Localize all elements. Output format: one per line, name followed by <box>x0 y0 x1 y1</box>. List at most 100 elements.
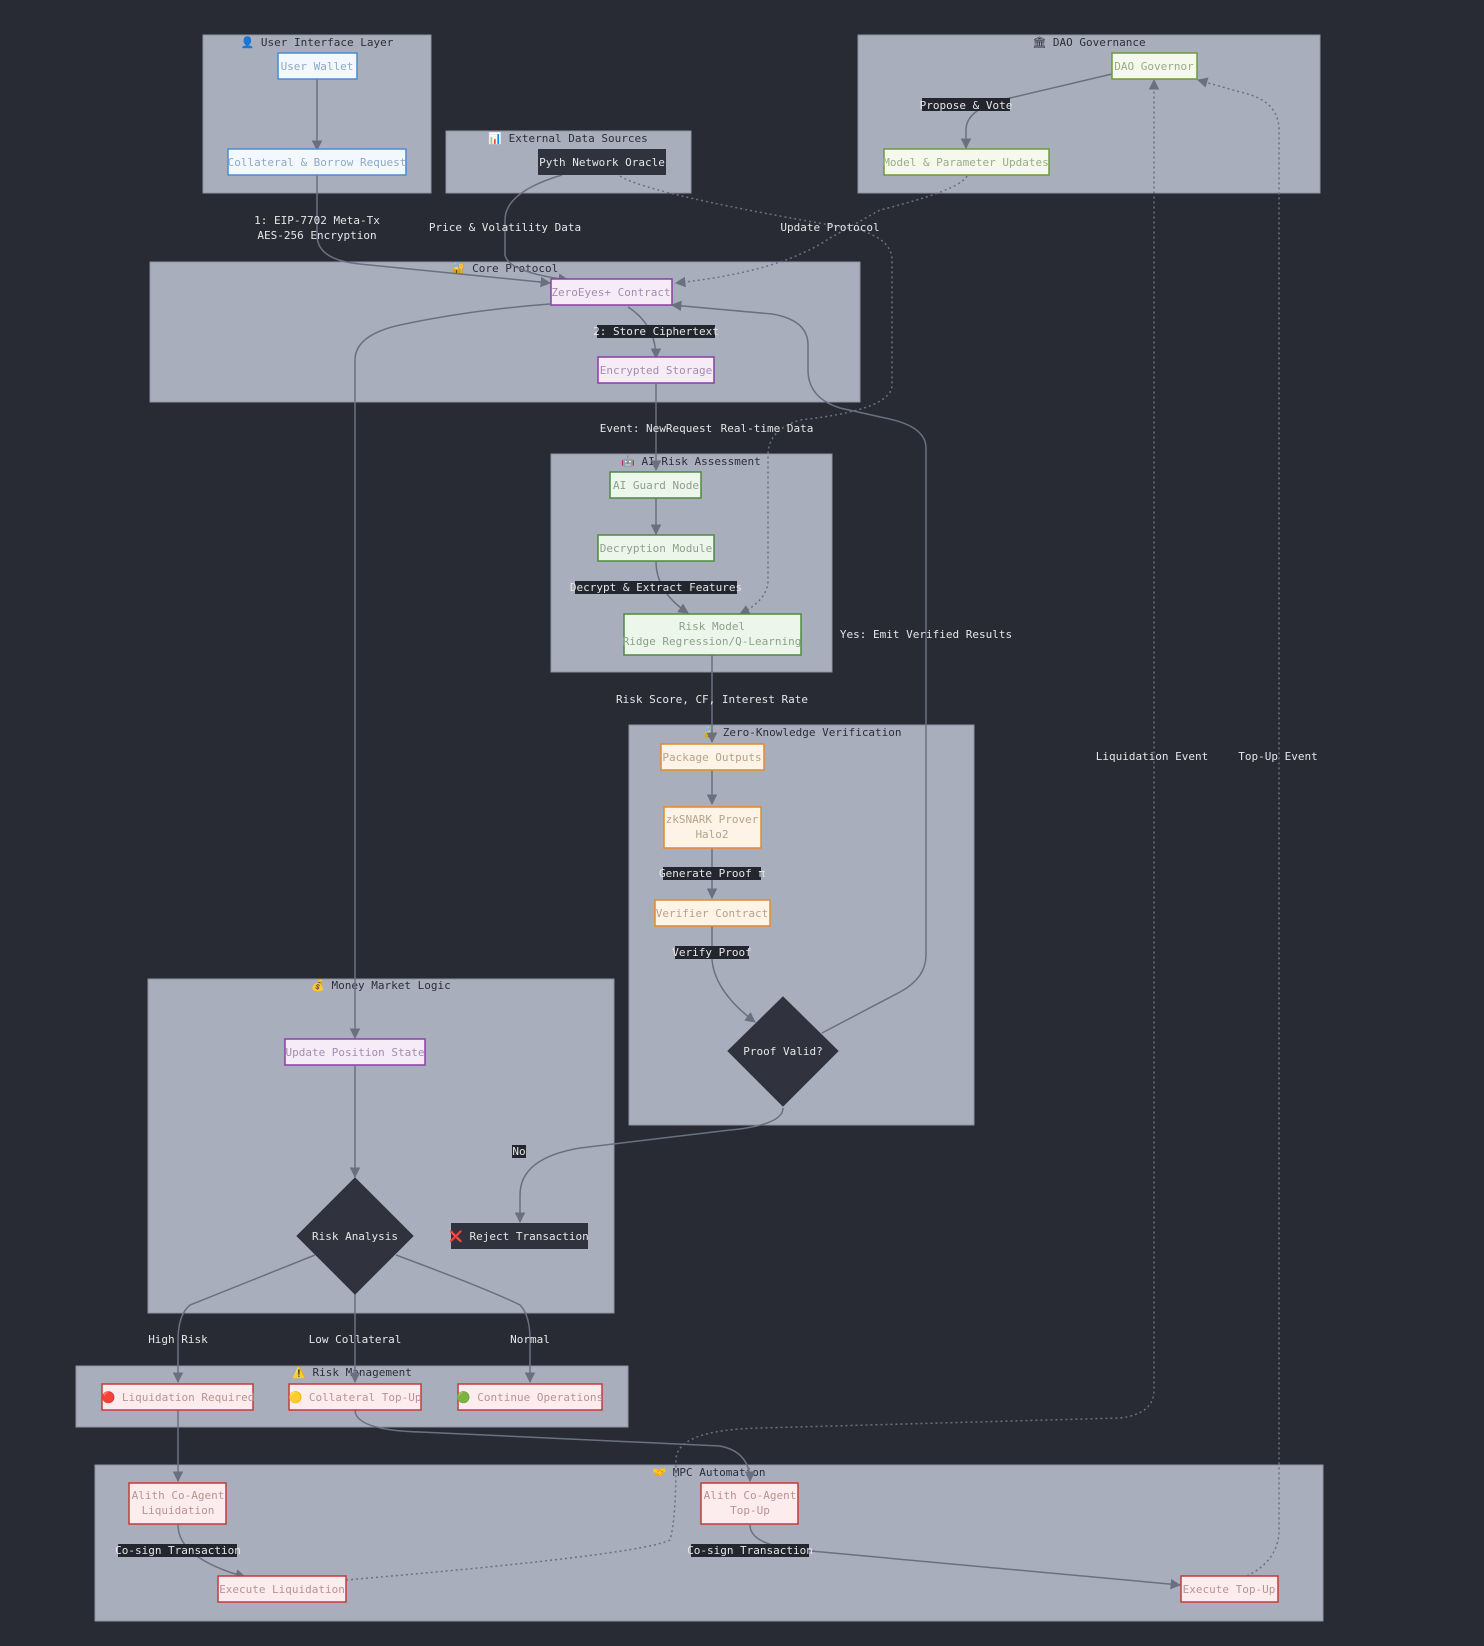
node-package-outputs-text: Package Outputs <box>662 751 761 764</box>
node-zeroeyes-contract-text: ZeroEyes+ Contract <box>551 286 670 299</box>
node-ai-guard-text: AI Guard Node <box>613 479 699 492</box>
node-zksnark-prover-line2: Halo2 <box>695 828 728 841</box>
label-gen-proof: Generate Proof π <box>659 867 765 880</box>
node-verifier-contract[interactable]: Verifier Contract <box>654 899 771 927</box>
cluster-title-ui: 👤 User Interface Layer <box>241 36 394 49</box>
label-liq-event: Liquidation Event <box>1096 750 1209 763</box>
edge-topup-alith <box>354 1409 756 1483</box>
edge-proofvalid-reject <box>514 1107 784 1224</box>
edge-exectopup-governor <box>1196 77 1280 1577</box>
node-user-wallet-text: User Wallet <box>281 60 354 73</box>
label-realtime: Real-time Data <box>721 422 814 435</box>
label-yes-emit: Yes: Emit Verified Results <box>840 628 1012 641</box>
node-pyth-oracle-text: Pyth Network Oracle <box>539 156 665 169</box>
node-update-position-text: Update Position State <box>285 1046 424 1059</box>
label-cosign-liq: Co-sign Transaction <box>115 1544 241 1557</box>
node-encrypted-storage-text: Encrypted Storage <box>600 364 713 377</box>
label-update-protocol: Update Protocol <box>780 221 879 234</box>
label-meta-tx-line1: 1: EIP-7702 Meta-Tx <box>254 214 380 227</box>
cluster-title-core: 🔐 Core Protocol <box>452 262 558 275</box>
label-risk-score: Risk Score, CF, Interest Rate <box>616 693 808 706</box>
node-proof-valid[interactable]: Proof Valid? <box>727 996 839 1107</box>
node-verifier-contract-text: Verifier Contract <box>656 907 769 920</box>
node-model-updates[interactable]: Model & Parameter Updates <box>883 148 1050 176</box>
label-topup-event: Top-Up Event <box>1238 750 1317 763</box>
node-zksnark-prover[interactable]: zkSNARK Prover Halo2 <box>663 806 762 849</box>
node-proof-valid-text: Proof Valid? <box>743 1045 822 1058</box>
node-package-outputs[interactable]: Package Outputs <box>660 743 765 771</box>
node-execute-topup[interactable]: Execute Top-Up <box>1180 1575 1279 1603</box>
node-reject-transaction[interactable]: ❌ Reject Transaction <box>449 1223 589 1249</box>
node-update-position[interactable]: Update Position State <box>284 1038 426 1066</box>
cluster-title-risk: ⚠️ Risk Management <box>292 1366 412 1379</box>
edge-labels: 1: EIP-7702 Meta-Tx AES-256 Encryption P… <box>115 98 1318 1557</box>
node-risk-analysis-text: Risk Analysis <box>312 1230 398 1243</box>
cluster-title-zk: 🔒 Zero-Knowledge Verification <box>702 726 901 739</box>
node-alith-liquidation[interactable]: Alith Co-Agent Liquidation <box>128 1482 227 1525</box>
edge-risk-continue <box>395 1254 536 1384</box>
edge-oracle-contract <box>504 174 570 284</box>
node-execute-liquidation-text: Execute Liquidation <box>219 1583 345 1596</box>
node-continue-operations[interactable]: 🟢 Continue Operations <box>457 1383 603 1411</box>
edges <box>172 73 1280 1590</box>
label-high-risk: High Risk <box>148 1333 208 1346</box>
node-collateral-topup-text: 🟡 Collateral Top-Up <box>289 1391 422 1404</box>
label-price-data: Price & Volatility Data <box>429 221 581 234</box>
node-decryption-module[interactable]: Decryption Module <box>597 534 715 562</box>
label-new-request: Event: NewRequest <box>600 422 713 435</box>
node-collateral-topup[interactable]: 🟡 Collateral Top-Up <box>288 1383 422 1411</box>
label-normal: Normal <box>510 1333 550 1346</box>
label-meta-tx-line2: AES-256 Encryption <box>257 229 376 242</box>
node-decryption-module-text: Decryption Module <box>600 542 713 555</box>
label-low-collateral: Low Collateral <box>309 1333 402 1346</box>
node-risk-model[interactable]: Risk Model Ridge Regression/Q-Learning <box>623 613 802 656</box>
label-propose-vote: Propose & Vote <box>920 99 1013 112</box>
node-zksnark-prover-line1: zkSNARK Prover <box>666 813 759 826</box>
node-liquidation-required-text: 🔴 Liquidation Required <box>102 1391 255 1404</box>
edge-updates-contract <box>674 175 968 288</box>
node-dao-governor[interactable]: DAO Governor <box>1111 52 1198 80</box>
node-risk-model-line2: Ridge Regression/Q-Learning <box>623 635 802 648</box>
label-store-cipher: 2: Store Ciphertext <box>593 325 719 338</box>
node-alith-liquidation-line2: Liquidation <box>142 1504 215 1517</box>
node-pyth-oracle[interactable]: Pyth Network Oracle <box>538 149 666 175</box>
edge-contract-position <box>349 303 551 1040</box>
edge-execliq-governor <box>345 78 1160 1581</box>
node-alith-topup-line1: Alith Co-Agent <box>704 1489 797 1502</box>
node-alith-topup[interactable]: Alith Co-Agent Top-Up <box>700 1482 799 1525</box>
node-encrypted-storage[interactable]: Encrypted Storage <box>597 356 715 384</box>
node-reject-transaction-text: ❌ Reject Transaction <box>449 1230 589 1243</box>
edge-request-contract <box>316 175 552 288</box>
node-liquidation-required[interactable]: 🔴 Liquidation Required <box>101 1383 255 1411</box>
node-risk-analysis[interactable]: Risk Analysis <box>296 1177 414 1295</box>
edge-oracle-riskmodel <box>619 175 893 615</box>
cluster-title-ai: 🤖 AI Risk Assessment <box>621 455 761 468</box>
cluster-title-ext: 📊 External Data Sources <box>488 132 647 145</box>
label-verify-proof: Verify Proof <box>672 946 751 959</box>
cluster-title-mm: 💰 Money Market Logic <box>311 979 451 992</box>
node-alith-liquidation-line1: Alith Co-Agent <box>132 1489 225 1502</box>
node-borrow-request[interactable]: Collateral & Borrow Request <box>227 148 407 176</box>
node-ai-guard[interactable]: AI Guard Node <box>609 471 702 499</box>
label-no: No <box>512 1145 525 1158</box>
cluster-title-dao: 🏛 DAO Governance <box>1032 36 1145 49</box>
cluster-title-mpc: 🤝 MPC Automation <box>652 1466 765 1479</box>
edge-proofvalid-contract <box>670 300 927 1034</box>
label-decrypt-extract: Decrypt & Extract Features <box>570 581 742 594</box>
node-continue-operations-text: 🟢 Continue Operations <box>457 1391 603 1404</box>
node-risk-model-line1: Risk Model <box>679 620 745 633</box>
edge-risk-liquidation <box>172 1254 316 1384</box>
node-execute-liquidation[interactable]: Execute Liquidation <box>217 1575 347 1603</box>
node-model-updates-text: Model & Parameter Updates <box>883 156 1049 169</box>
node-dao-governor-text: DAO Governor <box>1114 60 1194 73</box>
node-user-wallet[interactable]: User Wallet <box>277 52 358 80</box>
nodes: User Wallet Collateral & Borrow Request … <box>101 52 1279 1603</box>
node-zeroeyes-contract[interactable]: ZeroEyes+ Contract <box>550 278 673 306</box>
cluster-core-protocol: 🔐 Core Protocol <box>149 261 861 403</box>
node-alith-topup-line2: Top-Up <box>730 1504 770 1517</box>
edge-verifier-proofvalid <box>711 926 756 1023</box>
node-execute-topup-text: Execute Top-Up <box>1183 1583 1276 1596</box>
label-cosign-topup: Co-sign Transaction <box>687 1544 813 1557</box>
node-borrow-request-text: Collateral & Borrow Request <box>228 156 407 169</box>
